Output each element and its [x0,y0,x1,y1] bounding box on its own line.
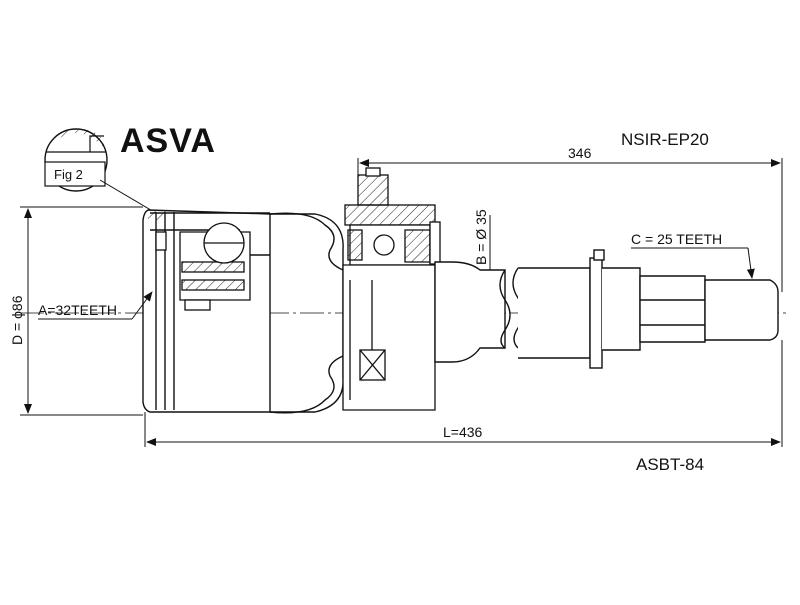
teeth-c-label: C = 25 TEETH [631,231,722,247]
dim-b35-label: B = Ø 35 [473,209,489,265]
tripod-roller [155,222,251,311]
dim-d86-label: D = ϕ86 [9,295,25,345]
boot [269,212,344,414]
callout-inner-teeth: A=32TEETH [38,291,153,320]
drive-shaft [434,249,779,369]
dimension-total-length: L=436 [144,340,783,447]
bearing-assembly [342,167,441,411]
dim-436-label: L=436 [443,424,483,440]
callout-outer-teeth: C = 25 TEETH [631,231,755,279]
dimension-outer-diameter: D = ϕ86 [9,206,143,416]
teeth-a-label: A=32TEETH [38,302,117,318]
brand-logo: ASVA [120,122,216,160]
dim-346-label: 346 [568,145,592,161]
dimension-shaft-diameter: B = Ø 35 [473,209,500,271]
dimension-shaft-length: 346 [357,145,783,292]
fig-2-label: Fig 2 [54,167,83,182]
part-number: NSIR-EP20 [621,130,709,149]
boot-kit-number: ASBT-84 [636,455,704,474]
